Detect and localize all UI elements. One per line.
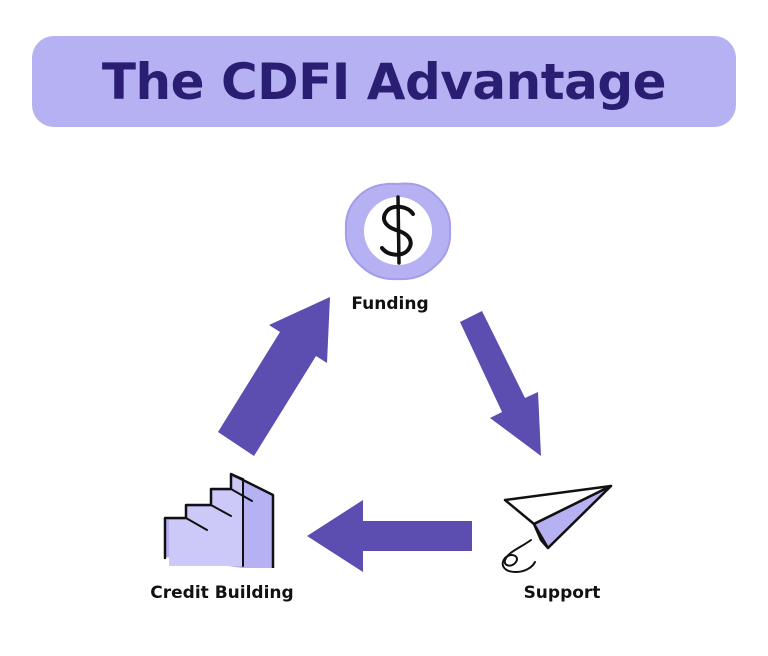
stairs-icon <box>163 472 275 568</box>
arrow-support-to-credit <box>307 500 472 572</box>
paper-plane-icon <box>501 484 613 573</box>
title-banner: The CDFI Advantage <box>32 36 736 127</box>
credit-building-label: Credit Building <box>150 583 294 603</box>
funding-label: Funding <box>351 294 429 314</box>
page-title: The CDFI Advantage <box>101 52 667 111</box>
support-label: Support <box>523 583 601 603</box>
arrow-credit-to-funding <box>218 297 330 456</box>
dollar-coin-icon <box>344 182 452 281</box>
arrow-funding-to-support <box>460 311 541 456</box>
